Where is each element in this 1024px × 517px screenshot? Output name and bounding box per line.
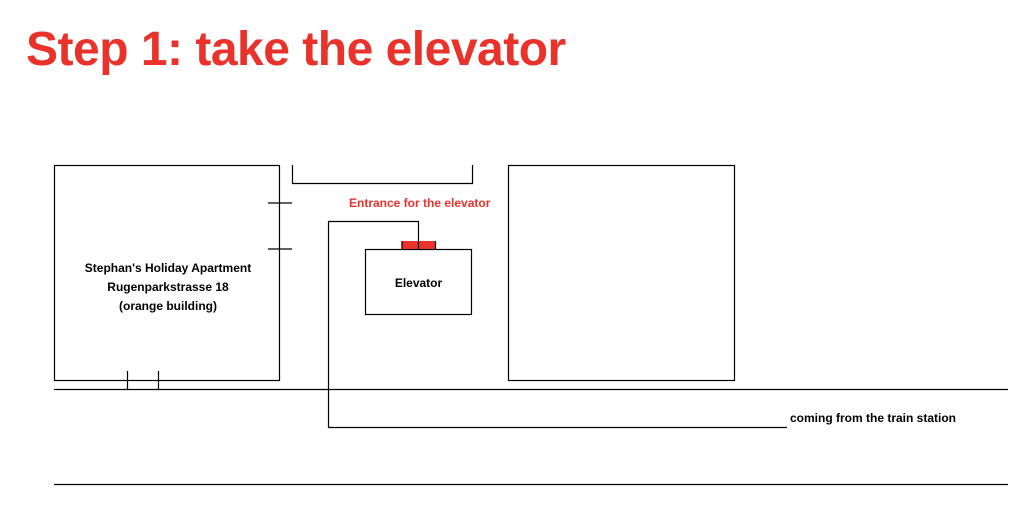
elevator-label: Elevator [395,276,443,290]
right-building [507,164,736,382]
apartment-note-label: (orange building) [119,299,217,313]
apartment-address-label: Rugenparkstrasse 18 [107,280,229,294]
walking-route-path [327,220,787,429]
upper-passage-outline [291,165,474,185]
elevator-box [364,248,473,316]
elevator-entrance-label: Entrance for the elevator [349,196,491,210]
step-title: Step 1: take the elevator [26,23,566,76]
apartment-name-label: Stephan's Holiday Apartment [85,261,251,275]
route-origin-label: coming from the train station [790,411,956,425]
apartment-building [53,164,281,382]
